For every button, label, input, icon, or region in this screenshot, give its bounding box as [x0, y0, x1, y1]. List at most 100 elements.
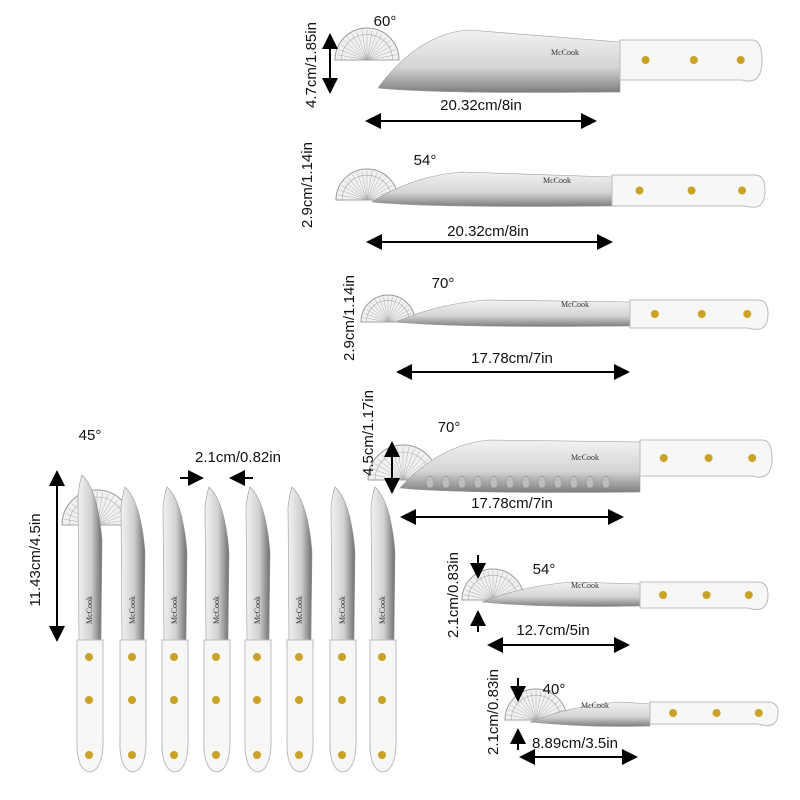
rivet — [128, 653, 136, 661]
handle — [203, 639, 231, 773]
protractor — [360, 294, 416, 323]
height-label: 2.1cm/0.83in — [445, 552, 462, 638]
rivet — [744, 591, 753, 599]
blade — [377, 29, 621, 93]
handle — [161, 639, 189, 773]
handle — [329, 639, 357, 773]
brand-logo: McCook — [338, 596, 347, 624]
length-label: 12.7cm/5in — [516, 622, 589, 639]
brand-logo: McCook — [253, 596, 262, 624]
serration — [473, 475, 483, 489]
rivet — [212, 696, 220, 704]
serration — [441, 475, 451, 489]
rivet — [338, 696, 346, 704]
serration — [505, 475, 515, 489]
steak-knife — [203, 486, 231, 773]
angle-label: 40° — [543, 681, 566, 698]
handle — [119, 639, 147, 773]
paring-knife — [529, 701, 779, 727]
rivet — [378, 653, 386, 661]
rivet — [650, 310, 659, 318]
rivet — [253, 696, 261, 704]
rivet — [338, 653, 346, 661]
brand-logo: McCook — [581, 701, 609, 710]
handle — [76, 639, 104, 773]
length-label: 20.32cm/8in — [447, 223, 529, 240]
angle-label: 45° — [79, 427, 102, 444]
rivet — [378, 751, 386, 759]
angle-label: 54° — [533, 561, 556, 578]
rivet — [659, 591, 668, 599]
rivet — [659, 454, 668, 462]
bread-knife — [399, 439, 773, 493]
height-label: 2.1cm/0.83in — [485, 669, 502, 755]
brand-logo: McCook — [378, 596, 387, 624]
utility-knife — [394, 299, 769, 330]
height-label: 4.7cm/1.85in — [303, 22, 320, 108]
rivet — [689, 56, 698, 64]
length-label: 11.43cm/4.5in — [27, 513, 44, 606]
height-label: 4.5cm/1.17in — [360, 390, 377, 476]
rivet — [635, 186, 644, 195]
rivet — [170, 653, 178, 661]
steak-knife — [161, 486, 189, 773]
rivet — [641, 56, 650, 64]
rivet — [338, 751, 346, 759]
brand-logo: McCook — [295, 596, 304, 624]
length-label: 20.32cm/8in — [440, 97, 522, 114]
blade — [287, 486, 313, 641]
brand-logo: McCook — [128, 596, 137, 624]
rivet — [128, 696, 136, 704]
blade — [371, 171, 613, 207]
steak-knife — [244, 486, 272, 773]
rivet — [378, 696, 386, 704]
rivet — [128, 751, 136, 759]
rivet — [295, 653, 303, 661]
rivet — [702, 591, 711, 599]
rivet — [85, 696, 93, 704]
steak-knife — [286, 486, 314, 773]
serration — [425, 475, 435, 489]
width-label: 2.1cm/0.82in — [195, 449, 281, 466]
brand-logo: McCook — [543, 176, 571, 185]
rivet — [687, 186, 696, 195]
blade — [77, 474, 103, 641]
rivet — [295, 696, 303, 704]
serration — [457, 475, 467, 489]
blade — [120, 486, 146, 641]
angle-label: 60° — [374, 13, 397, 30]
rivet — [253, 653, 261, 661]
length-label: 17.78cm/7in — [471, 495, 553, 512]
brand-logo: McCook — [571, 453, 599, 462]
angle-label: 70° — [432, 275, 455, 292]
santoku-knife — [481, 581, 769, 610]
rivet — [743, 310, 752, 318]
steak-knife — [329, 486, 357, 773]
handle — [369, 639, 397, 773]
serration — [489, 475, 499, 489]
rivet — [170, 696, 178, 704]
rivet — [697, 310, 706, 318]
protractor — [334, 27, 400, 61]
serration — [585, 475, 595, 489]
chef-knife — [377, 29, 763, 93]
blade — [162, 486, 188, 641]
brand-logo: McCook — [571, 581, 599, 590]
rivet — [748, 454, 757, 462]
rivet — [212, 751, 220, 759]
rivet — [170, 751, 178, 759]
handle — [244, 639, 272, 773]
handle — [286, 639, 314, 773]
rivet — [736, 56, 745, 64]
brand-logo: McCook — [551, 48, 579, 57]
serration — [553, 475, 563, 489]
rivet — [85, 751, 93, 759]
angle-label: 54° — [414, 152, 437, 169]
blade — [394, 299, 631, 327]
height-label: 2.9cm/1.14in — [299, 142, 316, 228]
serration — [601, 475, 611, 489]
slicing-knife — [371, 171, 766, 208]
serration — [521, 475, 531, 489]
serration — [537, 475, 547, 489]
